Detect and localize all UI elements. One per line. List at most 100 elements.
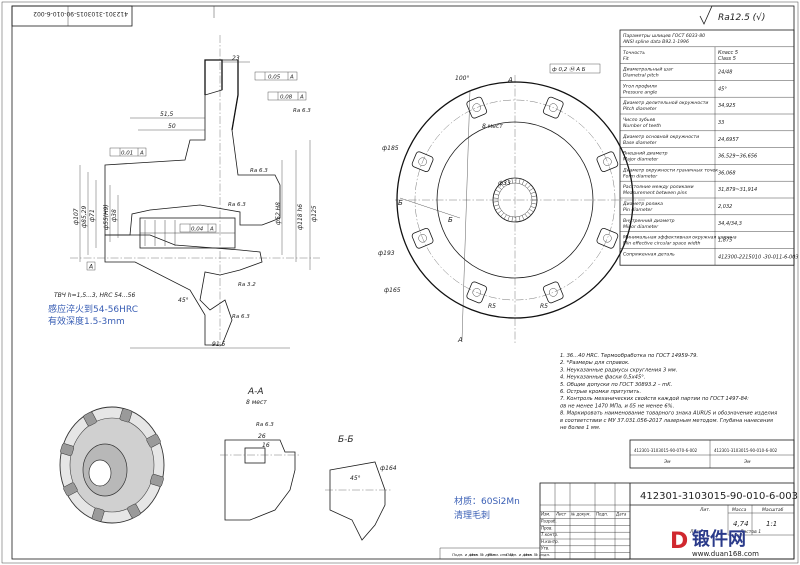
section-bb-view: Б-Б ф164 45° xyxy=(325,435,397,541)
ref-right: 412301-3103015-90-010-6-002 xyxy=(714,448,778,453)
r5-right: R5 xyxy=(540,303,548,310)
tb-sheet: Лист xyxy=(689,529,702,535)
param-value: 412300-2215010 -30-011-6-003 xyxy=(718,254,799,260)
dim-d85: ф85,29 xyxy=(81,206,88,228)
param-label-en: Form diameter xyxy=(623,173,658,179)
spline-tooth xyxy=(521,215,525,221)
hub-lower-hatch xyxy=(104,234,263,346)
spline-tooth xyxy=(497,210,502,214)
param-value-en: Class 5 xyxy=(718,56,736,62)
ra-mark-1: Ra 6.3 xyxy=(250,168,268,174)
iso-pocket xyxy=(91,507,105,522)
tb-role: Н.контр. xyxy=(541,539,559,544)
param-label-en: Diametral pitch xyxy=(623,73,659,79)
section-bb-hatch xyxy=(329,461,386,541)
param-value: 24,6957 xyxy=(718,137,739,143)
drawing-number: 412301-3103015-90-010-6-003 xyxy=(640,491,798,502)
bolt-pocket xyxy=(466,281,488,304)
iso-pocket xyxy=(146,433,161,448)
tb-scale-value: 1:1 xyxy=(766,520,777,528)
svg-text:0,01: 0,01 xyxy=(121,151,133,157)
bolt-pocket xyxy=(411,227,434,249)
dim-d185: ф185 xyxy=(382,145,399,152)
svg-text:ф 0,2 Ⓜ А Б: ф 0,2 Ⓜ А Б xyxy=(552,66,586,73)
bolt-pocket xyxy=(596,227,619,249)
spline-tooth xyxy=(495,207,500,211)
spline-tooth xyxy=(527,184,532,189)
note-line: не более 1 мм. xyxy=(560,425,600,431)
datum-a-box xyxy=(86,261,96,271)
bolt-hole xyxy=(418,234,427,243)
spline-tooth xyxy=(507,215,510,221)
svg-text:A: A xyxy=(88,264,93,271)
tvch-note: ТВЧ h=1,5...3, HRC 54...56 xyxy=(54,292,135,299)
section-aa-view: A-A 8 мест 26 16 Ra 6.3 xyxy=(220,387,300,521)
eight-places-label: 8 мест xyxy=(482,123,503,130)
param-label-en: Base diameter xyxy=(623,140,658,146)
note-line: 8. Маркировать наименование товарного зн… xyxy=(560,411,777,417)
dim-d107: ф107 xyxy=(73,208,80,225)
note-line: 6. Острые кромки притупить. xyxy=(560,389,641,395)
bb-dim-d164: ф164 xyxy=(380,465,397,472)
ref-left-sub: Эм xyxy=(663,459,671,465)
section-marker-a-bottom: A xyxy=(457,336,463,344)
isometric-view xyxy=(59,406,165,524)
section-bb-title: Б-Б xyxy=(338,435,354,445)
svg-text:A: A xyxy=(139,151,144,157)
bottom-label: Подп. и дата xyxy=(452,552,479,557)
dim-d193: ф193 xyxy=(378,250,395,257)
spline-tooth xyxy=(531,202,537,205)
bolt-hole xyxy=(603,157,612,166)
note-line: 1. 36...40 HRC. Термообработка по ГОСТ 1… xyxy=(560,353,698,359)
bolt-hole xyxy=(472,288,481,297)
param-label: Минимальная эффективная окружная ширина xyxy=(623,235,737,241)
spline-tooth xyxy=(497,186,502,190)
param-value: 34,925 xyxy=(718,103,736,109)
tb-header: № докум. xyxy=(570,512,591,517)
ref-right-sub: Эм xyxy=(743,459,751,465)
spline-tooth xyxy=(518,178,521,184)
watermark-logo: D 锻件网 www.duan168.com xyxy=(670,528,759,558)
svg-text:A: A xyxy=(209,227,214,233)
spline-tooth xyxy=(518,216,521,222)
bolt-pocket xyxy=(596,151,619,173)
tb-sheets: Листов 1 xyxy=(739,529,761,535)
param-value: 24/48 xyxy=(718,70,732,76)
param-label: Диаметр делительной окружности xyxy=(622,100,708,106)
tb-role: Т.контр. xyxy=(541,532,558,537)
watermark-mark: D xyxy=(670,529,688,554)
note-line: в соответствии с МУ 37.031.056-2017 лазе… xyxy=(560,418,773,424)
aa-dim-16: 16 xyxy=(262,442,270,449)
spline-tooth xyxy=(530,191,536,194)
param-label: Диаметр окружности граничных точек xyxy=(622,167,718,173)
svg-text:0,04: 0,04 xyxy=(191,227,204,233)
dim-50: 50 xyxy=(168,123,176,130)
bottom-label: Подп. и дата xyxy=(506,552,533,557)
param-label-en: Pitch diameter xyxy=(623,106,658,112)
rotated-drawing-number: 412301-3103015-90-010-6-002 xyxy=(33,10,128,17)
dim-23: 23 xyxy=(232,55,240,62)
ra-mark-4: Ra 3.2 xyxy=(238,282,256,288)
param-label: Внешний диаметр xyxy=(623,151,668,157)
iso-pocket xyxy=(127,503,141,519)
spline-tooth xyxy=(503,180,507,186)
spline-tooth xyxy=(495,189,500,193)
ref-left: 412301-3103015-90-070-6-002 xyxy=(634,448,698,453)
spline-tooth xyxy=(527,211,532,216)
spline-tooth xyxy=(531,195,537,198)
iso-pocket xyxy=(149,474,164,487)
spline-tooth xyxy=(507,179,510,185)
spline-tooth xyxy=(503,214,507,220)
tb-header: Дата xyxy=(615,512,627,517)
tolerance-frame-004: 0,04 A xyxy=(179,223,217,233)
svg-text:A: A xyxy=(289,75,294,81)
tb-header: Подп. xyxy=(596,512,608,517)
angle-100: 100° xyxy=(455,75,469,82)
note-line: 4. Неуказанные фаски 0,5х45°. xyxy=(560,375,646,381)
param-value: 36,529~36,656 xyxy=(718,154,757,160)
iso-pocket xyxy=(119,408,133,423)
dim-51-5: 51,5 xyxy=(160,111,174,118)
dim-d125: ф125 xyxy=(311,205,318,222)
